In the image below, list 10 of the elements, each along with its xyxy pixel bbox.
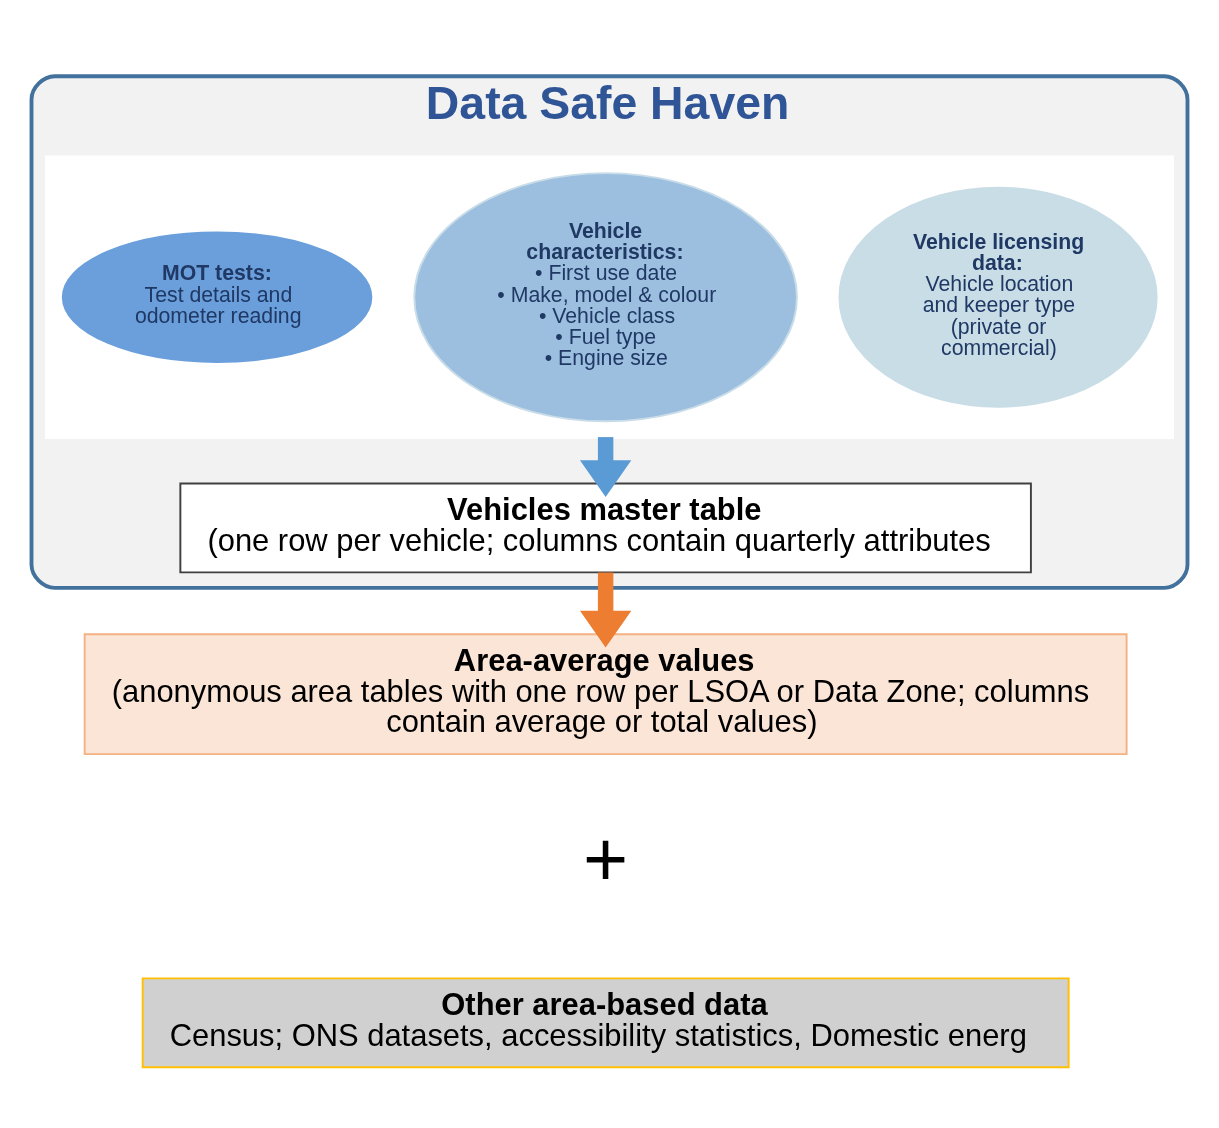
label: +: [583, 815, 629, 902]
node-box: Other area-based data Census; ONS datasets, accessibility statistics, Domestic energ: [141, 977, 1070, 1069]
node-box: Area-average values (anonymous area tables with one row per LSOA or Data Zone; columns contain average or total values): [83, 633, 1128, 756]
node-box: Vehicles master table (one row per vehicle; columns contain quarterly attributes: [179, 482, 1032, 574]
cluster: [45, 155, 1174, 439]
node-ellipse: Vehicle characteristics: • First use date • Make, model & colour • Vehicle class • Fuel type • Engine size: [413, 172, 798, 423]
arrow: [579, 572, 632, 648]
arrow: [579, 437, 632, 497]
node-ellipse: MOT tests: Test details and odometer reading: [61, 231, 373, 363]
node-ellipse: Vehicle licensing data: Vehicle location and keeper type (private or commercial): [838, 186, 1158, 408]
